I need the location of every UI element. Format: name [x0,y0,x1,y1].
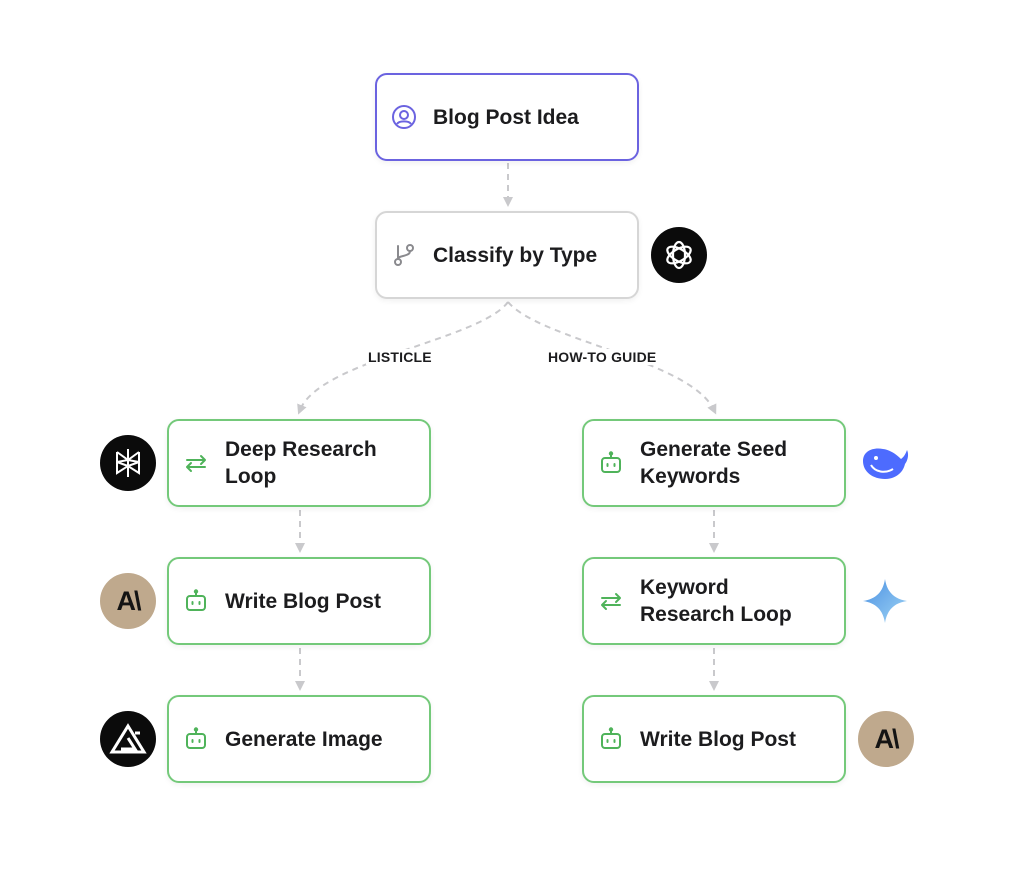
node-write-blog-post-how-to[interactable]: Write Blog Post [582,695,846,783]
node-write-blog-post-listicle[interactable]: Write Blog Post [167,557,431,645]
anthropic-logo-text: A\ [874,723,900,754]
node-label: Generate Image [225,727,383,751]
node-classify-by-type[interactable]: Classify by Type [375,211,639,299]
perplexity-logo-icon [100,435,156,491]
anthropic-logo-icon: A\ [100,573,156,629]
node-deep-research-loop[interactable]: Deep Research Loop [167,419,431,507]
node-label: Write Blog Post [640,727,796,751]
node-keyword-research-loop[interactable]: Keyword Research Loop [582,557,846,645]
branch-label-listicle: LISTICLE [366,349,434,365]
deepseek-whale-icon [857,435,913,491]
repeat-icon [181,448,211,478]
triangle-logo-icon [100,711,156,767]
connector-classify-to-howto [507,301,717,415]
anthropic-logo-icon: A\ [858,711,914,767]
gemini-sparkle-icon [857,573,913,629]
anthropic-logo-text: A\ [116,585,142,616]
robot-icon [596,448,626,478]
robot-icon [181,724,211,754]
node-generate-seed-keywords[interactable]: Generate Seed Keywords [582,419,846,507]
node-label: Blog Post Idea [433,105,579,129]
robot-icon [181,586,211,616]
node-label: Write Blog Post [225,589,381,613]
openai-logo-icon [651,227,707,283]
repeat-icon [596,586,626,616]
node-generate-image[interactable]: Generate Image [167,695,431,783]
node-blog-post-idea[interactable]: Blog Post Idea [375,73,639,161]
robot-icon [596,724,626,754]
node-label: Classify by Type [433,243,598,267]
node-label: Generate Seed Keywords [640,438,788,488]
node-label: Deep Research Loop [225,438,377,488]
branch-label-how-to-guide: HOW-TO GUIDE [546,349,659,365]
user-circle-icon [389,102,419,132]
node-label: Keyword Research Loop [640,576,792,626]
git-branch-icon [389,240,419,270]
